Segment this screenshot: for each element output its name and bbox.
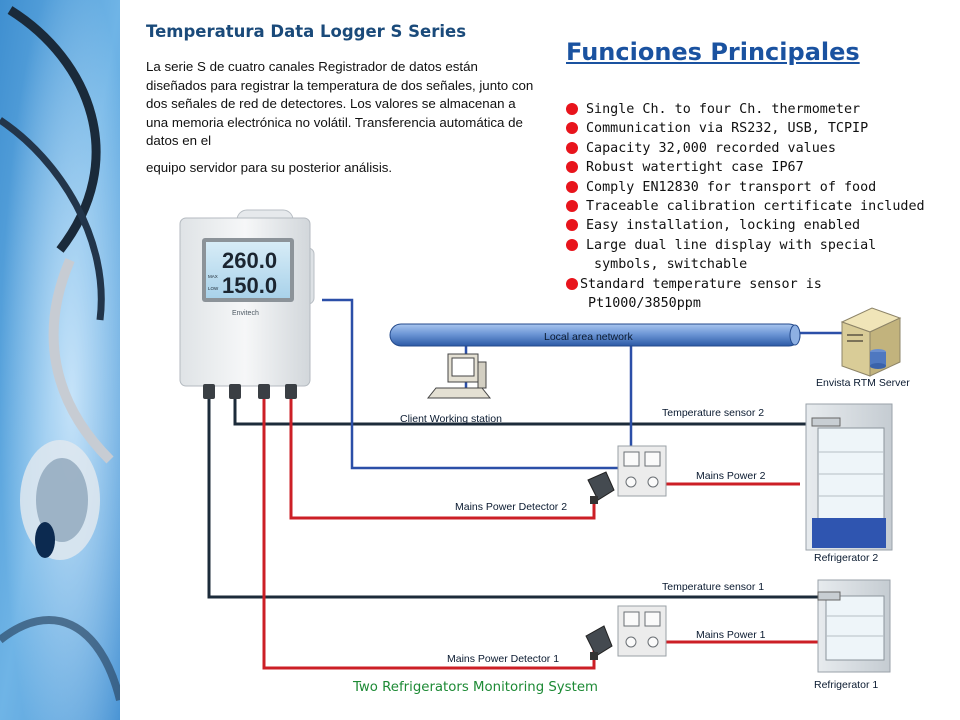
feature-text: Capacity 32,000 recorded values: [586, 140, 836, 156]
feature-text: Large dual line display with special sym…: [586, 237, 877, 273]
refrigerator-2-label: Refrigerator 2: [814, 552, 878, 564]
feature-item: Traceable calibration certificate includ…: [566, 197, 925, 216]
description-paragraph-1: La serie S de cuatro canales Registrador…: [146, 59, 534, 148]
feature-text: Standard temperature sensor is Pt1000/38…: [580, 276, 822, 312]
mains-power-1-label: Mains Power 1: [696, 629, 766, 641]
client-label: Client Working station: [400, 413, 502, 425]
bullet-icon: [566, 180, 578, 193]
bullet-icon: [566, 238, 578, 251]
power-plug-icon: [587, 471, 615, 504]
feature-item: Comply EN12830 for transport of food: [566, 178, 925, 197]
feature-text: Traceable calibration certificate includ…: [586, 199, 925, 215]
features-list: Single Ch. to four Ch. thermometer Commu…: [566, 100, 925, 313]
feature-text: Easy installation, locking enabled: [586, 218, 861, 234]
feature-item: Easy installation, locking enabled: [566, 216, 925, 235]
server-label: Envista RTM Server: [816, 377, 910, 389]
data-cables: [207, 398, 822, 599]
bullet-icon: [566, 141, 578, 154]
server-icon: [840, 307, 902, 377]
wall-socket-1: [617, 605, 667, 657]
mains-power-detector-2-label: Mains Power Detector 2: [455, 501, 567, 513]
bullet-icon: [566, 161, 578, 174]
local-area-network: Local area network: [389, 323, 801, 347]
feature-text: Robust watertight case IP67: [586, 160, 804, 176]
feature-text: Single Ch. to four Ch. thermometer: [586, 102, 861, 117]
feature-item: Communication via RS232, USB, TCPIP: [566, 119, 925, 138]
features-heading: Funciones Principales: [566, 38, 860, 66]
feature-text: Communication via RS232, USB, TCPIP: [586, 121, 869, 137]
logger-reading-1: 260.0: [222, 248, 277, 273]
bullet-icon: [566, 103, 578, 115]
stethoscope-background-image: [0, 0, 120, 720]
diagram-caption: Two Refrigerators Monitoring System: [353, 680, 598, 695]
refrigerator-2-icon: [805, 403, 893, 551]
temperature-sensor-1-cable: [207, 398, 822, 599]
decorative-sidebar: [0, 0, 120, 720]
computer-icon: [426, 353, 492, 399]
mains-power-2-label: Mains Power 2: [696, 470, 766, 482]
feature-item: Single Ch. to four Ch. thermometer: [566, 100, 925, 119]
feature-item: Large dual line display with special sym…: [566, 236, 925, 275]
mains-detector-1-cable: [262, 398, 596, 670]
power-plug-icon: [585, 625, 613, 660]
bullet-icon: [566, 122, 578, 135]
logger-connectors: [203, 384, 297, 399]
description-text: La serie S de cuatro canales Registrador…: [146, 58, 536, 177]
mains-detector-2-cable: [289, 398, 596, 520]
mains-power-detector-1-label: Mains Power Detector 1: [447, 653, 559, 665]
refrigerator-1-icon: [817, 579, 891, 673]
logger-network-cable: [322, 298, 625, 470]
power-cables: [262, 398, 820, 670]
logger-brand: Envitech: [232, 310, 259, 317]
lan-label: Local area network: [544, 331, 633, 343]
logger-label-max: MAX: [208, 274, 218, 279]
network-cables: [322, 298, 842, 470]
feature-item: Standard temperature sensor is Pt1000/38…: [566, 275, 925, 314]
description-paragraph-2: equipo servidor para su posterior anális…: [146, 159, 393, 175]
temperature-sensor-2-label: Temperature sensor 2: [662, 407, 764, 419]
bullet-icon: [566, 277, 578, 290]
temperature-sensor-2-cable: [233, 398, 822, 426]
feature-item: Robust watertight case IP67: [566, 158, 925, 177]
feature-item: Capacity 32,000 recorded values: [566, 139, 925, 158]
feature-text: Comply EN12830 for transport of food: [586, 179, 877, 195]
wall-socket-2: [617, 445, 667, 497]
bullet-icon: [566, 219, 578, 232]
logger-reading-2: 150.0: [222, 273, 277, 298]
page-title: Temperatura Data Logger S Series: [146, 22, 467, 41]
temperature-sensor-1-label: Temperature sensor 1: [662, 581, 764, 593]
refrigerator-1-label: Refrigerator 1: [814, 679, 878, 691]
logger-label-low: LOW: [208, 286, 219, 291]
data-logger-device: 260.0 150.0 MAX LOW Envitech: [179, 209, 315, 399]
bullet-icon: [566, 200, 578, 213]
